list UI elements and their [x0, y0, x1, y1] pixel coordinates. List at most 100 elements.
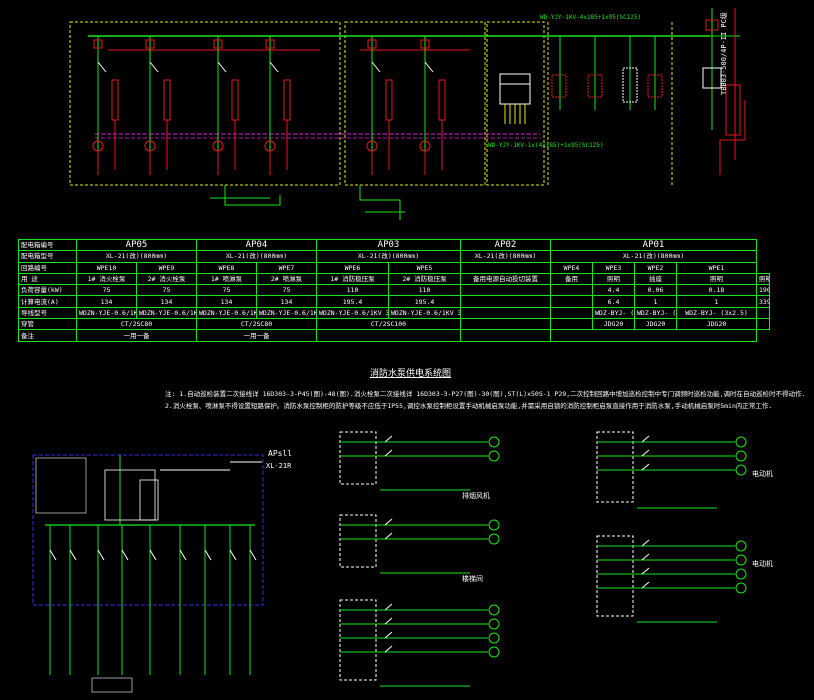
table-cell: WDZN-YJE-0.6/1KV 3x70+2x35 — [136, 306, 197, 320]
table-cell: 75 — [196, 284, 257, 297]
contact-symbol — [641, 581, 650, 589]
table-cell: 备用电源自动投切装置 — [460, 272, 551, 286]
table-cell: CT/2SC80 — [76, 318, 197, 331]
table-cell: WPE1 — [676, 261, 757, 274]
table-cell: 0.06 — [634, 284, 677, 297]
table-cell: 75 — [76, 284, 137, 297]
control-box — [596, 431, 634, 503]
table-cell — [756, 318, 770, 331]
table-cell: 2# 喷淋泵 — [256, 272, 317, 286]
table-cell: JDG20 — [676, 318, 757, 331]
feeder-cable-top: WD-YJY-1KV-4x185+1x95(SC125) — [540, 14, 642, 21]
breaker-symbol — [149, 549, 157, 561]
table-cell: 75 — [136, 284, 197, 297]
table-cell: WDZN-YJE-0.6/1KV 3x120+2x70 — [316, 306, 389, 320]
lamp-icon — [488, 436, 500, 448]
contact-symbol — [384, 603, 393, 611]
lamp-icon — [488, 632, 500, 644]
contactor-symbol — [283, 79, 291, 121]
table-cell — [460, 284, 551, 297]
panel-ap03 — [344, 21, 486, 186]
table-cell — [550, 295, 593, 308]
breaker-symbol — [249, 549, 257, 561]
feeder-cable-bottom: WD-YJY-1KV-1x(4x185)+1x95(SC125) — [488, 142, 604, 149]
table-cell: WDZ-BYJ- (4x2.5) — [634, 306, 677, 320]
breaker-symbol — [145, 39, 155, 49]
switch-symbol — [149, 61, 159, 73]
breaker-symbol — [204, 549, 212, 561]
table-cell: 6.4 — [592, 295, 635, 308]
switch-symbol — [424, 61, 434, 73]
label-fan: 排烟风机 — [462, 492, 490, 500]
control-circuit-group — [339, 431, 747, 687]
contactor-symbol — [231, 79, 239, 121]
contact-symbol — [384, 449, 393, 457]
table-cell: 134 — [76, 295, 137, 308]
table-cell: WDZ-BYJ- (3x2.5) — [676, 306, 757, 320]
table-cell: WPE7 — [256, 261, 317, 274]
switch-symbol — [97, 61, 107, 73]
contact-symbol — [641, 553, 650, 561]
lamp-icon — [735, 582, 747, 594]
contact-symbol — [641, 435, 650, 443]
control-box — [339, 514, 377, 568]
control-wiring-1 — [224, 185, 281, 206]
lamp-icon — [488, 533, 500, 545]
table-cell: WDZ-BYJ- (4x2.5) — [592, 306, 635, 320]
table-cell: WPE10 — [76, 261, 137, 274]
contact-symbol — [641, 449, 650, 457]
panel-model: XL-21R — [266, 462, 292, 470]
table-cell: 4.4 — [592, 284, 635, 297]
table-cell: 照明 — [592, 272, 635, 286]
lamp-icon — [488, 604, 500, 616]
table-cell: 110 — [316, 284, 389, 297]
row-header: 配电箱型号 — [18, 250, 77, 263]
table-cell: 1# 消火栓泵 — [76, 272, 137, 286]
table-cell — [460, 306, 551, 320]
table-cell: AP01 — [550, 238, 757, 252]
pump-feeder-group — [92, 36, 446, 175]
breaker-symbol — [121, 549, 129, 561]
table-cell: 75 — [256, 284, 317, 297]
table-cell — [756, 306, 770, 320]
row-header: 负荷容量(kW) — [18, 284, 77, 297]
lamp-icon — [735, 450, 747, 462]
table-cell: XL-21(改)(800mm) — [196, 250, 317, 263]
contactor-symbol — [438, 79, 446, 121]
table-cell — [550, 284, 593, 297]
row-header: 穿管 — [18, 318, 77, 331]
contact-symbol — [384, 617, 393, 625]
switch-symbol — [371, 61, 381, 73]
table-cell: 0.18 — [676, 284, 757, 297]
contact-symbol — [384, 631, 393, 639]
table-cell: WDZN-YJE-0.6/1KV 3x120+2x70 — [388, 306, 461, 320]
contact-symbol — [384, 532, 393, 540]
note-1: 注: 1.自动巡检装置二次接线详 16D303-3-P45(图)-48(图).消… — [165, 390, 806, 398]
diagram-title: 消防水泵供电系统图 — [370, 369, 452, 379]
transfer-switch-box — [499, 73, 531, 105]
lamp-icon — [735, 436, 747, 448]
table-cell: 照明进线开关 — [756, 272, 770, 286]
label-stair: 楼梯间 — [462, 575, 483, 583]
contact-symbol — [384, 518, 393, 526]
table-cell: XL-21(改)(800mm) — [460, 250, 551, 263]
lower-feeder-group — [49, 525, 257, 675]
contact-symbol — [384, 435, 393, 443]
table-cell: AP02 — [460, 238, 551, 252]
contact-symbol — [641, 567, 650, 575]
lamp-icon — [735, 540, 747, 552]
breaker-symbol — [69, 549, 77, 561]
table-cell: 2# 消防稳压泵 — [388, 272, 461, 286]
table-cell: AP03 — [316, 238, 461, 252]
table-cell — [550, 318, 593, 331]
table-cell: AP05 — [76, 238, 197, 252]
table-cell: JDG20 — [634, 318, 677, 331]
table-cell: WDZN-YJE-0.6/1KV 3x70+2x35 — [76, 306, 137, 320]
table-cell: XL-21(改)(800mm) — [550, 250, 757, 263]
table-cell: 110 — [388, 284, 461, 297]
row-header: 配电箱编号 — [18, 238, 77, 252]
